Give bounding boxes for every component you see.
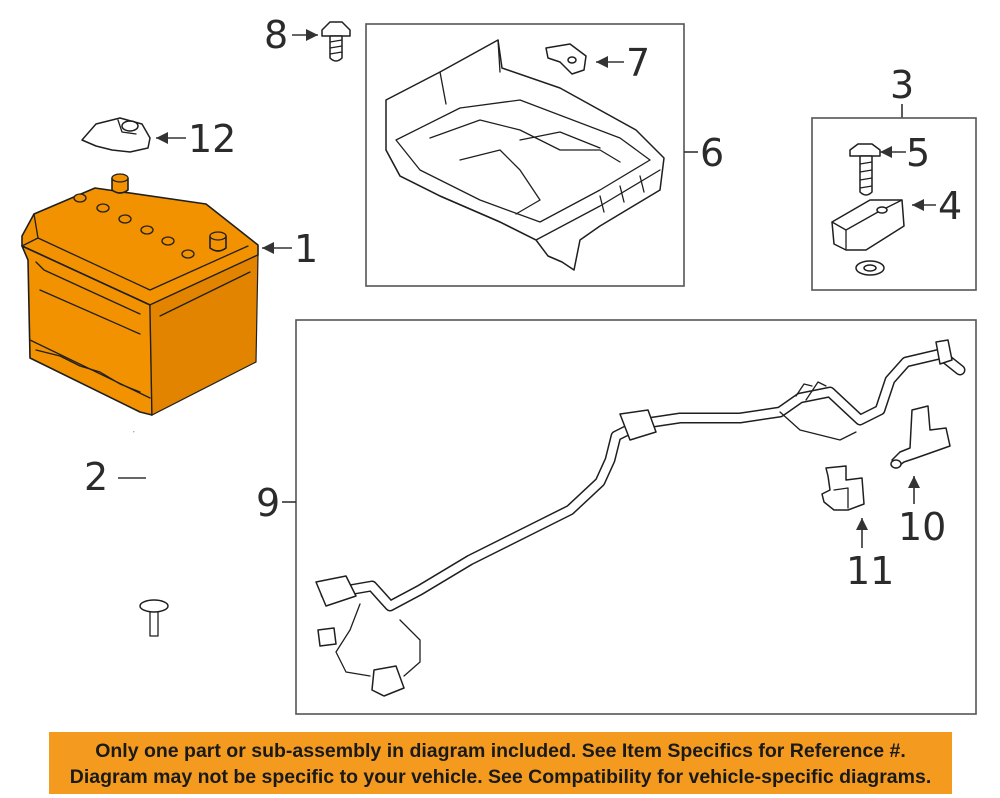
clip-nut-part[interactable] [855, 260, 885, 276]
callout-1[interactable]: 1 [294, 227, 318, 271]
callout-11[interactable]: 11 [846, 549, 894, 593]
callout-3[interactable]: 3 [890, 63, 914, 107]
callout-10[interactable]: 10 [898, 505, 946, 549]
wiring-harness-part[interactable] [315, 339, 966, 697]
callout-9[interactable]: 9 [256, 481, 280, 525]
disclaimer-line-2: Diagram may not be specific to your vehi… [69, 766, 932, 788]
callout-4[interactable]: 4 [938, 184, 962, 228]
callout-7[interactable]: 7 [626, 41, 650, 85]
bracket-kit-box [811, 117, 977, 291]
arrow-11-icon [856, 518, 868, 530]
battery-part[interactable] [21, 173, 259, 416]
sensor-10-part[interactable] [890, 405, 951, 469]
bracket-11-part[interactable] [821, 465, 865, 511]
callout-2[interactable]: 2 [84, 455, 108, 499]
arrow-12-icon [156, 132, 168, 144]
callout-8[interactable]: 8 [264, 13, 288, 57]
disclaimer-line-1: Only one part or sub-assembly in diagram… [95, 740, 906, 762]
arrow-4-icon [912, 199, 924, 211]
arrow-7-icon [596, 56, 608, 68]
tray-clip-part[interactable] [545, 43, 587, 75]
harness-box [295, 319, 977, 715]
callout-5[interactable]: 5 [906, 131, 930, 175]
callout-12[interactable]: 12 [188, 117, 236, 161]
terminal-cover-part[interactable] [81, 117, 151, 153]
bolt-5-part[interactable] [849, 143, 881, 196]
callout-6[interactable]: 6 [700, 131, 724, 175]
vent-tube-part[interactable] [132, 430, 169, 637]
tray-box [365, 23, 685, 287]
arrow-10-icon [908, 476, 920, 488]
disclaimer-banner: Only one part or sub-assembly in diagram… [49, 732, 952, 794]
arrow-1-icon [262, 242, 274, 254]
battery-tray-part[interactable] [385, 39, 665, 271]
arrow-8-icon [306, 29, 318, 41]
bolt-part[interactable] [321, 21, 351, 62]
hold-down-bracket-part[interactable] [831, 199, 905, 251]
arrow-5-icon [880, 146, 892, 158]
